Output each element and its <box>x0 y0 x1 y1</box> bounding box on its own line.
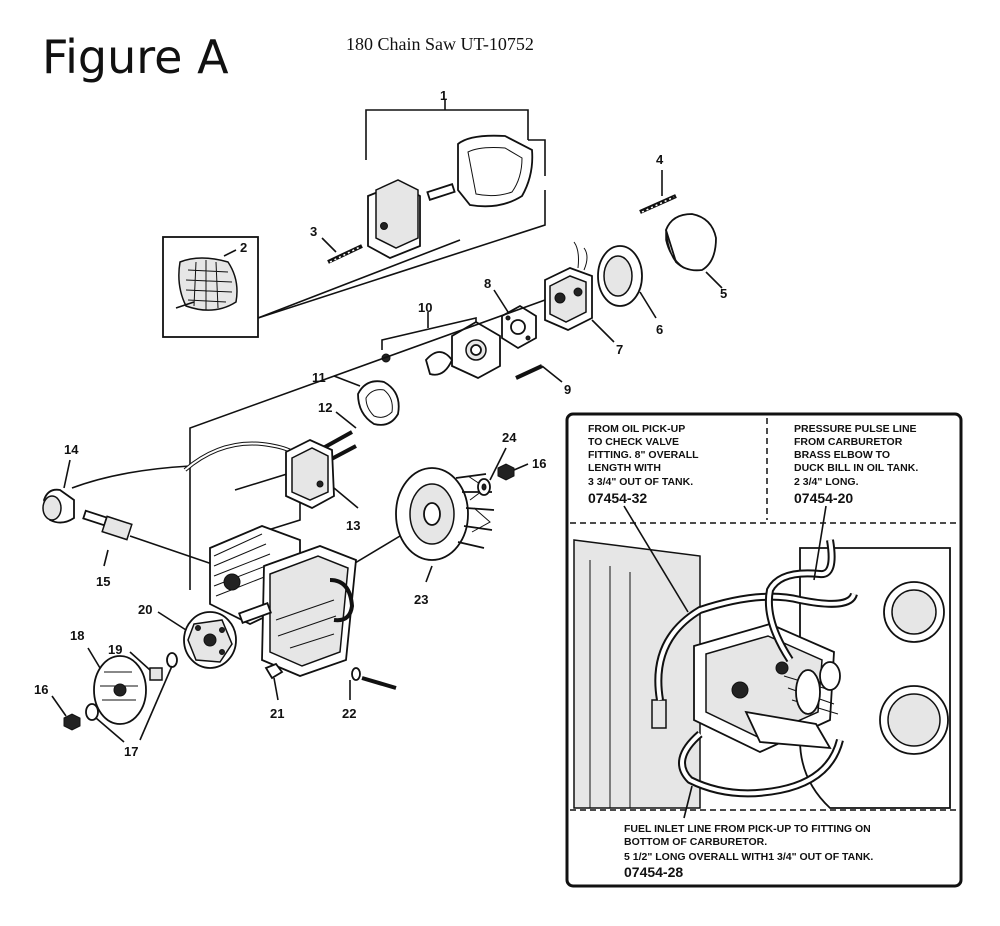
callout-2: 2 <box>240 240 247 255</box>
callout-17: 17 <box>124 744 138 759</box>
callout-16-bottom: 16 <box>34 682 48 697</box>
fuel-inlet-line-2: BOTTOM OF CARBURETOR. <box>624 836 767 848</box>
callout-6: 6 <box>656 322 663 337</box>
callout-7: 7 <box>616 342 623 357</box>
washers-17 <box>85 652 178 743</box>
callout-10: 10 <box>418 300 432 315</box>
crankcase <box>238 545 357 677</box>
inset-detail: FROM OIL PICK-UP TO CHECK VALVE FITTING.… <box>565 412 963 888</box>
clutch-20 <box>157 611 237 669</box>
fuel-inlet-part-number: 07454-28 <box>624 864 683 880</box>
pressure-pulse-line-3: BRASS ELBOW TO <box>794 449 890 461</box>
screw-9 <box>515 364 563 383</box>
inset-illustration <box>570 505 958 819</box>
oil-pickup-part-number: 07454-32 <box>588 490 647 506</box>
callout-19: 19 <box>108 642 122 657</box>
pressure-pulse-line-4: DUCK BILL IN OIL TANK. <box>794 462 918 474</box>
callout-21: 21 <box>270 706 284 721</box>
callout-labels: 1 2 3 4 5 6 7 8 9 10 11 12 13 14 15 16 1… <box>34 88 727 759</box>
cover-stud <box>426 183 456 201</box>
callout-23: 23 <box>414 592 428 607</box>
cover-5 <box>665 213 723 289</box>
callout-9: 9 <box>564 382 571 397</box>
callout-12: 12 <box>318 400 332 415</box>
part-14 <box>42 459 75 524</box>
gasket-8 <box>493 289 537 350</box>
bushing-19 <box>129 651 163 681</box>
part-21 <box>264 662 284 701</box>
callout-22: 22 <box>342 706 356 721</box>
callout-4: 4 <box>656 152 664 167</box>
callout-3: 3 <box>310 224 317 239</box>
clutch-drum-18 <box>87 647 147 725</box>
oil-pickup-line-5: 3 3/4" OUT OF TANK. <box>588 476 693 488</box>
pressure-pulse-line-1: PRESSURE PULSE LINE <box>794 423 917 435</box>
carburetor-7 <box>544 241 615 343</box>
ring-6 <box>597 245 657 319</box>
callout-16-top: 16 <box>532 456 546 471</box>
oil-pickup-line-1: FROM OIL PICK-UP <box>588 423 685 435</box>
callout-20: 20 <box>138 602 152 617</box>
coil-13 <box>285 439 359 510</box>
oil-pickup-line-2: TO CHECK VALVE <box>588 436 679 448</box>
pressure-pulse-part-number: 07454-20 <box>794 490 853 506</box>
callout-8: 8 <box>484 276 491 291</box>
nut-16-top <box>497 463 529 481</box>
pressure-pulse-line-5: 2 3/4" LONG. <box>794 476 859 488</box>
nut-16-bottom <box>51 695 81 731</box>
screw-4 <box>639 170 677 214</box>
figure-label: Figure A <box>42 30 229 84</box>
washer-24 <box>477 447 507 496</box>
oil-pickup-line-4: LENGTH WITH <box>588 462 661 474</box>
assembly-bracket-1 <box>257 100 546 319</box>
air-filter-element <box>367 179 421 259</box>
filter-screen-box <box>162 236 259 338</box>
leader-lines <box>71 239 546 590</box>
air-filter-cover <box>457 134 534 208</box>
flywheel-23 <box>395 467 495 583</box>
fuel-line <box>183 441 302 472</box>
callout-5: 5 <box>720 286 727 301</box>
diagram-subtitle: 180 Chain Saw UT-10752 <box>346 34 534 54</box>
fuel-inlet-line-1: FUEL INLET LINE FROM PICK-UP TO FITTING … <box>624 823 871 835</box>
pin-22 <box>349 667 397 700</box>
screw-3 <box>321 237 363 264</box>
callout-14: 14 <box>64 442 79 457</box>
oil-pickup-line-3: FITTING. 8" OVERALL <box>588 449 699 461</box>
callout-13: 13 <box>346 518 360 533</box>
callout-18: 18 <box>70 628 84 643</box>
gasket-11 <box>333 375 400 426</box>
part-15 <box>82 509 133 567</box>
callout-15: 15 <box>96 574 110 589</box>
callout-11: 11 <box>312 370 326 385</box>
callout-1: 1 <box>440 88 447 103</box>
pressure-pulse-line-2: FROM CARBURETOR <box>794 436 903 448</box>
intake-10 <box>381 312 501 380</box>
callout-24: 24 <box>502 430 517 445</box>
fuel-inlet-line-3: 5 1/2" LONG OVERALL WITH1 3/4" OUT OF TA… <box>624 851 873 863</box>
